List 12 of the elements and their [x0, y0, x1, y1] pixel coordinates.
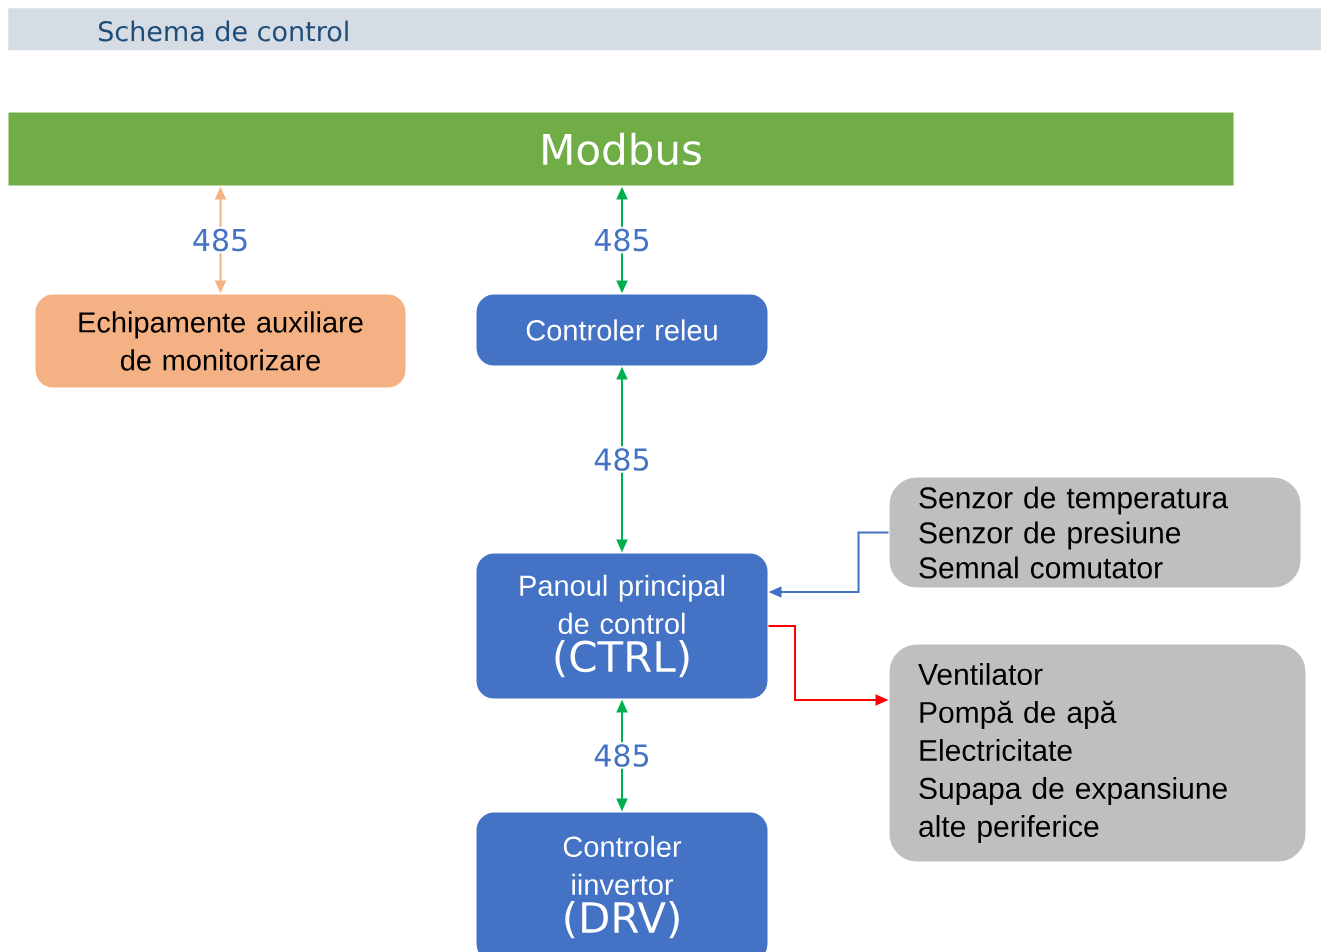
edge-label: 485	[594, 228, 648, 252]
signal-box: Senzor de temperatura Senzor de presiune Semnal comutator	[888, 476, 1302, 589]
edge-label: 485	[594, 448, 648, 471]
bus-bar: Modbus	[7, 111, 1235, 187]
controller-box: Controler releu	[475, 293, 769, 367]
device-box: Echipamente auxiliare de monitorizare	[34, 293, 407, 389]
peripheral-box: Ventilator Pompă de apă Electricitate Supapa de expansiune alte periferice	[888, 643, 1307, 863]
controller-box: Controler iinvertor (DRV)	[475, 811, 769, 952]
title-band: Schema de control	[8, 8, 1321, 51]
edge-label: 485	[193, 228, 247, 252]
edge-label: 485	[594, 744, 648, 767]
controller-box: Panoul principal de control (CTRL)	[475, 552, 769, 700]
